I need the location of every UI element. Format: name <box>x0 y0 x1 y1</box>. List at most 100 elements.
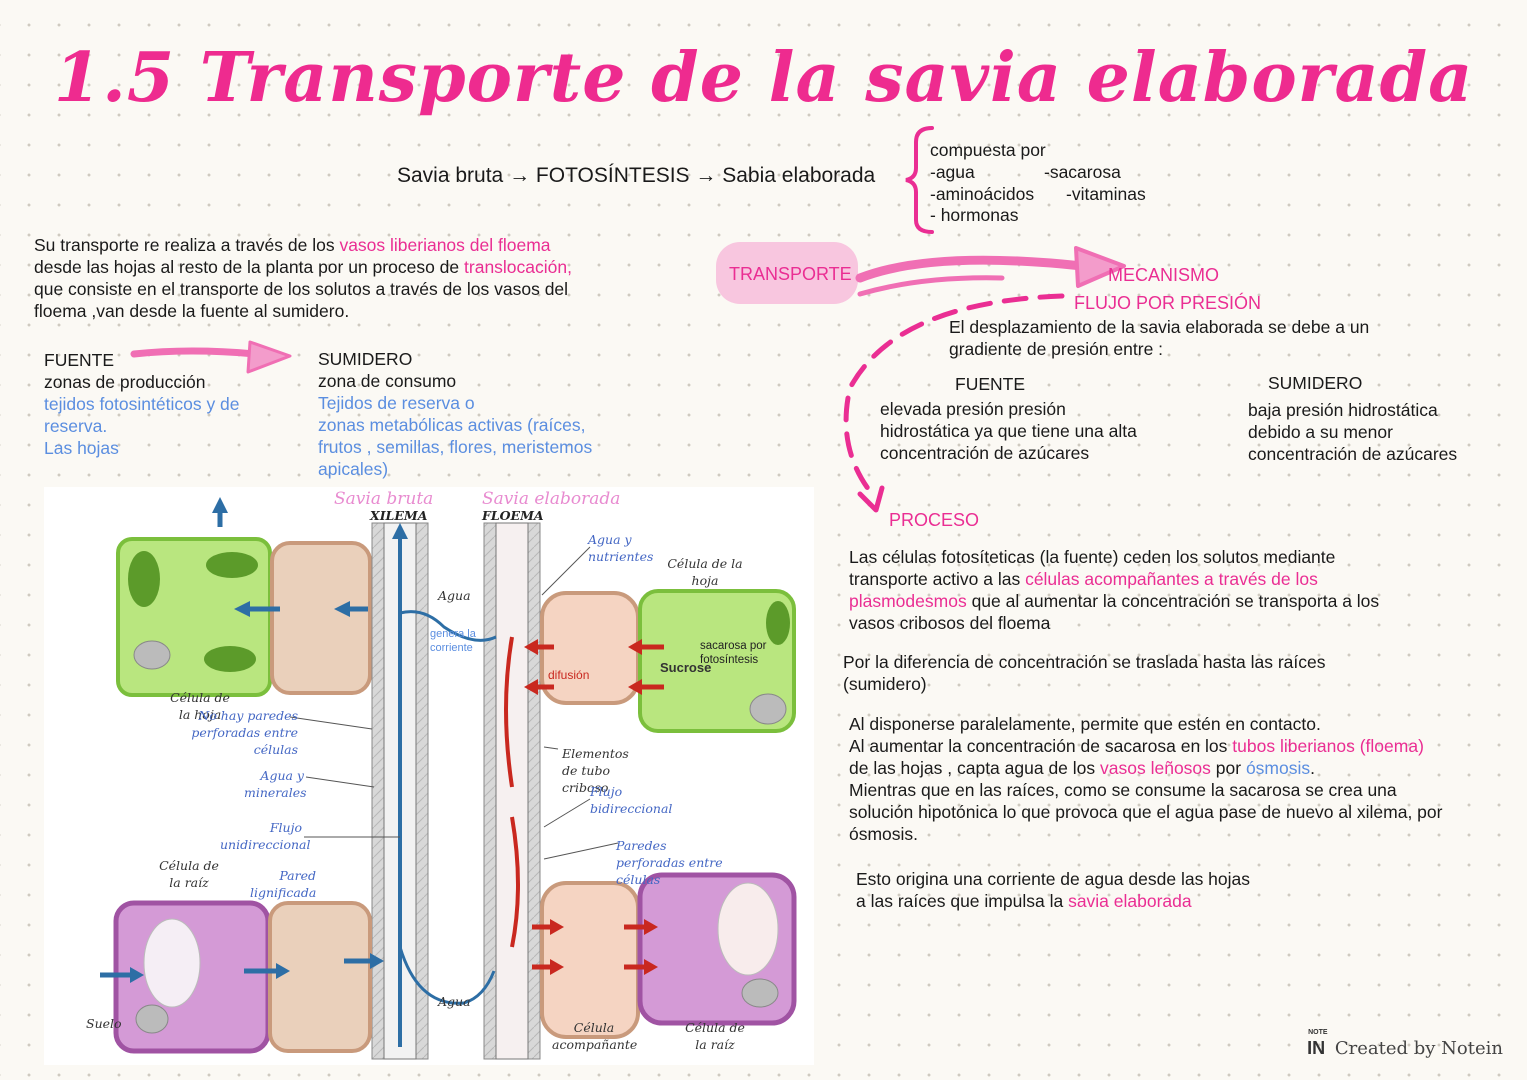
proceso-paragraph-4: Esto origina una corriente de agua desde… <box>856 868 1250 912</box>
celula-raiz-right-label: Célula de la raíz <box>685 1020 745 1052</box>
chloroplast <box>206 552 258 578</box>
flow-line: Savia bruta → FOTOSÍNTESIS → Sabia elabo… <box>397 164 875 188</box>
sumidero-desc: apicales) <box>318 459 389 479</box>
phloem-diagram: Savia bruta Savia elaborada XILEMA FLOEM… <box>44 487 814 1065</box>
celula-acompanante-label: Célula acompañante <box>552 1020 638 1052</box>
flow-arrow-2: → <box>695 164 717 187</box>
proceso-highlight: células acompañantes a través de los <box>1025 569 1318 589</box>
proceso-line: Esto origina una corriente de agua desde… <box>856 869 1251 889</box>
flujo-unidireccional-label: Flujo unidireccional <box>220 820 311 852</box>
floema-label: FLOEMA <box>482 508 544 523</box>
proceso-highlight: savia elaborada <box>1068 891 1192 911</box>
proceso-line: vasos cribosos del floema <box>849 613 1051 633</box>
tan-cell <box>268 901 372 1053</box>
pared-label: Pared lignificada <box>250 868 317 900</box>
proceso-highlight: tubos liberianos (floema) <box>1232 736 1424 756</box>
proceso-line: (sumidero) <box>843 674 927 694</box>
companion-cell <box>540 591 640 705</box>
proceso-text: a las raíces que impulsa la <box>856 891 1069 911</box>
agua-nutrientes-label: Agua y nutrientes <box>588 532 654 564</box>
flujo-label: FLUJO POR PRESIÓN <box>1074 293 1262 313</box>
proceso-text: de las hojas , capta agua de los <box>849 758 1101 778</box>
flow-fotosintesis: FOTOSÍNTESIS <box>535 164 690 187</box>
paredes-label: Paredes perforadas entre células <box>616 838 723 887</box>
dashed-arrow-icon <box>843 293 1065 513</box>
fuente-right-line: elevada presión presión <box>880 399 1066 419</box>
transporte-highlight <box>716 242 858 304</box>
proceso-line: Mientras que en las raíces, como se cons… <box>849 780 1397 800</box>
proceso-line: Al disponerse paralelamente, permite que… <box>849 714 1321 734</box>
proceso-text: por <box>1210 758 1246 778</box>
intro-text: que consiste en el transporte de los sol… <box>34 279 569 299</box>
notein-logo-text: IN <box>1307 1038 1326 1058</box>
sumidero-block: SUMIDERO zona de consumo Tejidos de rese… <box>318 348 592 480</box>
proceso-line: solución hipotónica lo que provoca que e… <box>849 802 1443 822</box>
arrow-right-icon <box>855 246 1126 297</box>
proceso-line: Las células fotosíteticas (la fuente) ce… <box>849 547 1336 567</box>
intro-text: floema ,van desde la fuente al sumidero. <box>34 301 350 321</box>
sacarosa-label: sacarosa por fotosíntesis <box>700 640 767 666</box>
footer-text: Created by Notein <box>1334 1038 1503 1059</box>
composition-heading: compuesta por <box>930 140 1046 160</box>
leaf-cell <box>638 589 796 733</box>
mecanismo-label: MECANISMO <box>1108 265 1220 285</box>
proceso-highlight: plasmodesmos <box>849 591 967 611</box>
genera-label: genera la corriente <box>430 628 476 654</box>
sumidero-right-block: baja presión hidrostática debido a su me… <box>1248 399 1457 465</box>
proceso-text: que al aumentar la concentración se tran… <box>966 591 1380 611</box>
page-title: 1.5 Transporte de la savia elaborada <box>53 38 1474 118</box>
proceso-paragraph-3: Al disponerse paralelamente, permite que… <box>849 713 1442 845</box>
sumidero-desc: Tejidos de reserva o <box>318 393 475 413</box>
transporte-label: TRANSPORTE <box>729 264 852 284</box>
footer: NOTE IN Created by Notein <box>1307 1029 1503 1059</box>
agua-label: Agua <box>438 588 471 603</box>
tan-cell <box>270 541 372 695</box>
composition-item: -sacarosa <box>1044 162 1121 182</box>
brace-icon <box>905 126 934 234</box>
hand-label-savia-bruta: Savia bruta <box>334 489 434 509</box>
companion-cell <box>540 881 640 1039</box>
sucrose-label: Sucrose <box>660 660 712 675</box>
sumidero-right-line: baja presión hidrostática <box>1248 400 1438 420</box>
agua-minerales-label: Agua y minerales <box>244 768 307 800</box>
no-hay-label: No hay paredes perforadas entre células <box>191 708 298 757</box>
proceso-paragraph-2: Por la diferencia de concentración se tr… <box>843 651 1326 695</box>
notein-logo: NOTE IN <box>1307 1029 1329 1059</box>
fuente-label: FUENTE <box>44 350 114 370</box>
flow-sabia-elaborada: Sabia elaborada <box>722 164 876 187</box>
flujo-desc-line: gradiente de presión entre : <box>949 339 1164 359</box>
celula-raiz-left-label: Célula de la raíz <box>159 858 219 890</box>
sumidero-right-line: concentración de azúcares <box>1248 444 1458 464</box>
fuente-right-label: FUENTE <box>955 374 1025 394</box>
proceso-text: . <box>1310 758 1316 778</box>
proceso-text: Al aumentar la concentración de sacarosa… <box>849 736 1233 756</box>
intro-paragraph: Su transporte re realiza a través de los… <box>34 234 572 322</box>
notein-logo-small: NOTE <box>1308 1029 1328 1036</box>
flujo-bidireccional-label: Flujo bidireccional <box>590 784 673 816</box>
fuente-desc: tejidos fotosintéticos y de <box>44 394 240 414</box>
chloroplast <box>204 646 256 672</box>
agua-bottom-label: Agua <box>438 994 471 1009</box>
intro-highlight: vasos liberianos del floema <box>339 235 551 255</box>
celula-hoja-left-label: Célula de la hoja <box>170 690 230 722</box>
proceso-paragraph-1: Las células fotosíteticas (la fuente) ce… <box>849 546 1379 634</box>
composition-item: -aminoácidos <box>930 184 1035 204</box>
diagram-illustration <box>100 497 797 1060</box>
intro-text: desde las hojas al resto de la planta po… <box>34 257 465 277</box>
proceso-highlight: vasos leñosos <box>1100 758 1211 778</box>
hand-label-savia-elaborada: Savia elaborada <box>482 489 621 509</box>
proceso-line: ósmosis. <box>849 824 919 844</box>
composition-block: compuesta por <box>930 139 1046 161</box>
fuente-right-line: concentración de azúcares <box>880 443 1090 463</box>
fuente-block: FUENTE zonas de producción tejidos fotos… <box>44 349 240 459</box>
xilema-label: XILEMA <box>370 508 428 523</box>
composition-item: - hormonas <box>930 205 1019 225</box>
arrow-right-icon <box>130 340 292 374</box>
composition-item: -agua <box>930 162 975 182</box>
proceso-label: PROCESO <box>889 510 980 530</box>
intro-highlight: translocación, <box>464 257 572 277</box>
proceso-line: Por la diferencia de concentración se tr… <box>843 652 1326 672</box>
flow-arrow-1: → <box>509 164 531 187</box>
flujo-desc-line: El desplazamiento de la savia elaborada … <box>949 317 1370 337</box>
sumidero-desc: zonas metabólicas activas (raíces, <box>318 415 586 435</box>
